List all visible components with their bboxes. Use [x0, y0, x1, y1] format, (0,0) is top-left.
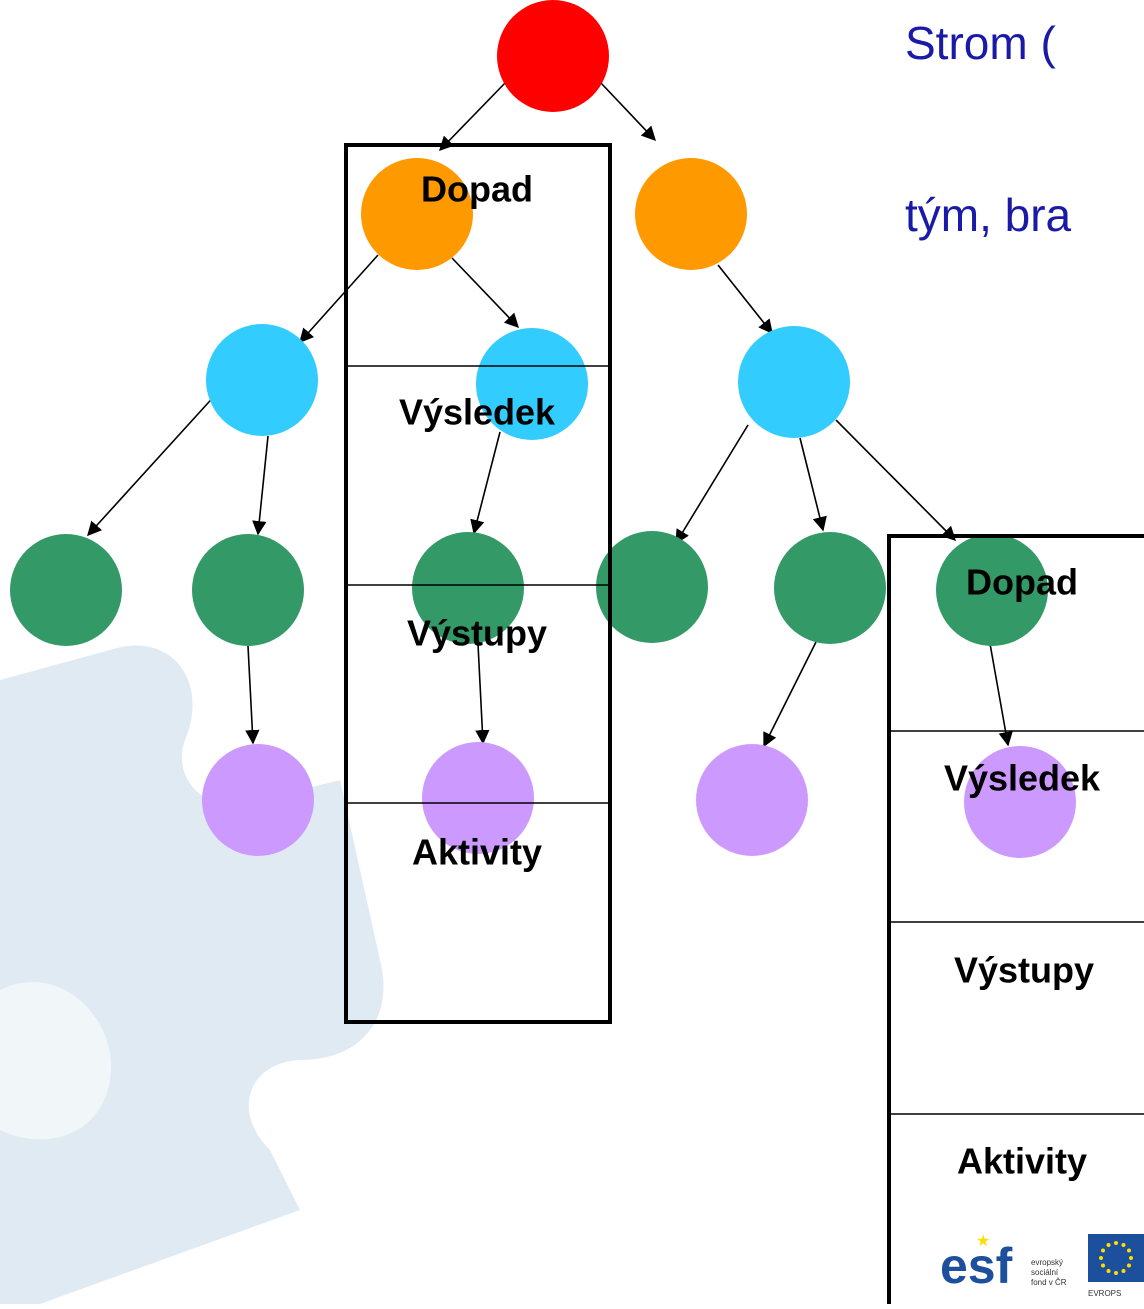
- logframe-label: Výstupy: [954, 950, 1094, 991]
- tree-edges: [87, 81, 1013, 748]
- esf-caption-line-1: evropský: [1031, 1258, 1063, 1267]
- tree-arrow: [599, 81, 656, 142]
- eu-stars-icon: [1099, 1241, 1133, 1275]
- output-node: [192, 534, 304, 646]
- tree-arrow: [675, 424, 749, 545]
- esf-caption-line-2: sociální: [1031, 1268, 1059, 1277]
- logframe-label: Výsledek: [944, 758, 1101, 799]
- logframe-border: [344, 143, 612, 1024]
- logframe-label: Výsledek: [399, 392, 556, 433]
- eu-caption: EVROPS: [1088, 1289, 1121, 1298]
- slide-title-line-1: Strom (: [905, 17, 1056, 69]
- slide-title-line-2: tým, bra: [905, 189, 1072, 241]
- tree-arrow: [717, 264, 773, 335]
- impact-node: [497, 0, 609, 112]
- esf-logo: esf ★ evropský sociální fond v ČR EVROPS: [938, 1228, 1144, 1304]
- result-node: [206, 324, 318, 436]
- tree-arrow: [799, 437, 827, 532]
- puzzle-hole-shape: [0, 982, 112, 1140]
- tree-arrow: [835, 419, 957, 542]
- tree-arrow: [470, 431, 501, 535]
- esf-logo-text: esf: [940, 1238, 1013, 1294]
- logframe-label: Dopad: [421, 169, 533, 210]
- output-node: [596, 531, 708, 643]
- logframe-border: [887, 534, 1144, 1309]
- result-node: [738, 326, 850, 438]
- output-node: [774, 532, 886, 644]
- tree-arrow: [763, 641, 817, 748]
- logframe-label: Aktivity: [412, 832, 542, 873]
- tree-arrow: [438, 81, 507, 152]
- logframe-label: Aktivity: [957, 1141, 1087, 1182]
- tree-arrow: [299, 254, 379, 344]
- esf-caption-line-3: fond v ČR: [1031, 1278, 1067, 1287]
- background-puzzle-watermark: [0, 645, 384, 1304]
- logframe-tables: DopadVýsledekVýstupyAktivityDopadVýslede…: [344, 143, 1144, 1309]
- esf-star-icon: ★: [976, 1231, 990, 1250]
- tree-arrow: [988, 637, 1013, 747]
- activity-node: [422, 742, 534, 854]
- outcome-node: [361, 158, 473, 270]
- output-node: [412, 532, 524, 644]
- activity-node: [964, 746, 1076, 858]
- output-node: [10, 534, 122, 646]
- result-node: [476, 328, 588, 440]
- tree-arrow: [252, 435, 269, 536]
- tree-nodes: [10, 0, 1076, 858]
- logframe-label: Výstupy: [407, 613, 547, 654]
- logframe-label: Dopad: [966, 562, 1078, 603]
- tree-arrow: [451, 257, 519, 329]
- activity-node: [696, 744, 808, 856]
- tree-arrow: [87, 391, 219, 537]
- puzzle-piece-shape: [0, 645, 384, 1304]
- tree-arrow: [245, 645, 260, 745]
- output-node: [936, 534, 1048, 646]
- tree-arrow: [475, 643, 490, 745]
- outcome-node: [635, 158, 747, 270]
- activity-node: [202, 744, 314, 856]
